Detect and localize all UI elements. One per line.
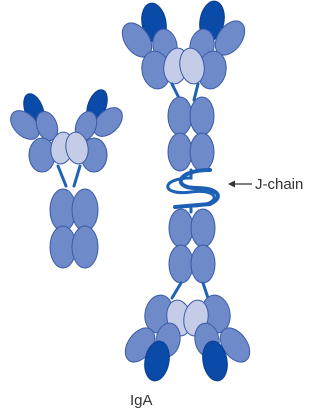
arrow-head-icon xyxy=(228,181,235,188)
jchain-label: J-chain xyxy=(255,176,303,193)
hinge xyxy=(203,283,208,298)
fc-domain xyxy=(191,245,215,283)
figure-caption: IgA xyxy=(130,392,153,409)
hinge xyxy=(74,166,80,186)
fc-domain xyxy=(190,133,214,171)
fc-domain xyxy=(168,133,192,171)
jchain-pointer xyxy=(228,181,252,188)
fc-domain xyxy=(169,209,193,247)
fc-domain xyxy=(191,209,215,247)
fc-domain xyxy=(168,97,192,135)
hinge xyxy=(172,283,181,298)
fc-domain xyxy=(72,189,98,231)
fc-domain xyxy=(190,97,214,135)
monomer-antibody xyxy=(5,87,128,268)
hinge xyxy=(58,166,66,186)
jchain xyxy=(175,170,218,207)
hinge xyxy=(194,84,198,100)
dimer-antibody xyxy=(116,0,255,383)
fc-domain xyxy=(169,245,193,283)
fc-domain xyxy=(72,226,98,268)
